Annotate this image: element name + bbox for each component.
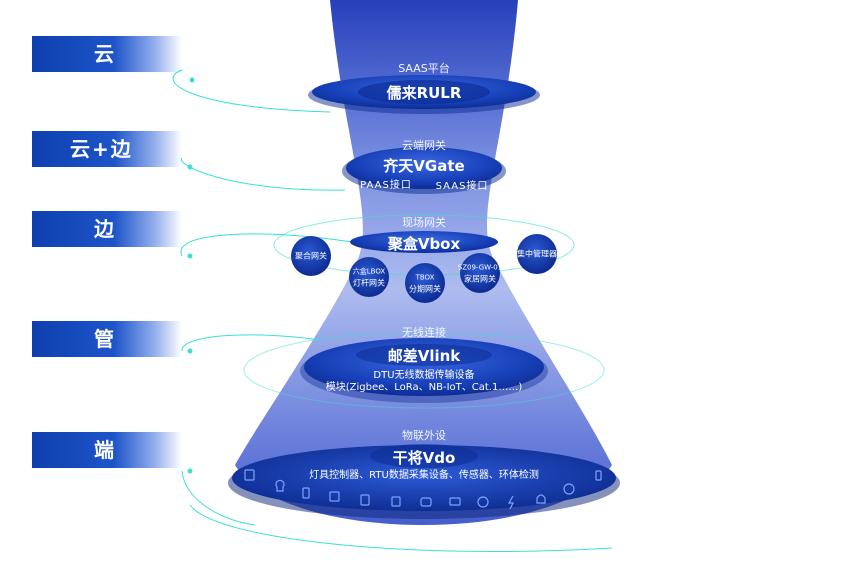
edge-node-prefix: TBOX [415,273,435,282]
connector-dot [187,468,193,474]
connector-dots [187,77,195,474]
tier-tab-pipe: 管 [32,321,182,357]
edge-node-label: 灯杆网关 [353,278,385,288]
device-icon-lamp-panel [244,469,255,481]
gateway-interface-saas: SAAS接口 [435,181,489,192]
device-icon-camera [420,497,432,507]
gateway-disc [346,147,502,189]
device-icon-end [595,470,602,481]
orbit-pipe [243,331,605,409]
device-icon-bell [536,494,546,504]
edge-category: 现场网关 [402,216,446,229]
device-icons [244,469,602,510]
device-icon-router [449,497,461,506]
connector-device-2 [189,504,613,552]
device-name: 干将Vdo [392,449,456,467]
device-desc: 灯具控制器、RTU数据采集设备、传感器、环体检测 [309,470,539,481]
edge-node-prefix: 六盒LBOX [352,267,386,276]
tier-tab-cloud: 云 [32,36,182,72]
gateway-interface-paas: PAAS接口 [360,180,412,191]
network-pill [356,344,492,366]
device-disc [232,445,616,511]
connector-cloud [172,69,331,113]
connector-dot [189,77,195,83]
edge-disc [350,231,498,253]
edge-node-0 [291,236,331,276]
network-desc-line2: 模块(Zigbee、LoRa、NB-IoT、Cat.1……) [325,382,523,393]
edge-node-1 [349,257,389,297]
edge-node-label: 聚合网关 [295,251,327,261]
connector-pipe [181,334,321,352]
gateway-category: 云端网关 [402,139,446,152]
edge-node-label: 家居网关 [464,274,496,284]
edge-node-4 [517,234,557,274]
edge-node-2 [405,263,445,303]
device-icon-bolt [507,495,514,510]
platform-pill [358,80,490,104]
edge-node-label: 集中管理器 [517,249,557,259]
network-name: 邮差Vlink [387,347,461,365]
platform-name: 儒来RULR [386,84,462,102]
network-desc-line1: DTU无线数据传输设备 [373,370,475,381]
connector-dot [187,164,193,170]
edge-name: 聚盒Vbox [387,235,461,253]
tier-tab-edge: 边 [32,211,182,247]
platform-category: SAAS平台 [398,62,450,75]
device-icon-phone [302,487,310,499]
connector-dot [187,348,193,354]
gateway-name: 齐天VGate [383,157,465,175]
tier-tab-device: 端 [32,432,182,468]
device-icon-meter [360,494,370,506]
connector-cloud-edge [180,157,346,191]
device-pill [370,444,478,468]
device-icon-gauge [477,496,489,508]
edge-node-label: 分期网关 [409,284,441,294]
device-icon-sensor [391,496,401,507]
edge-node-prefix: SZ09-GW-01 [457,263,503,272]
device-icon-bulb [275,479,285,492]
funnel-body [235,0,612,525]
connector-dot [187,253,193,259]
connector-device [181,470,256,526]
device-category: 物联外设 [402,429,446,442]
device-icon-target [563,483,575,495]
device-icon-box [329,491,340,502]
connector-lines [172,69,613,552]
network-category: 无线连接 [402,326,446,339]
tier-tab-cloud-edge: 云+边 [32,131,182,167]
edge-node-3 [460,253,500,293]
